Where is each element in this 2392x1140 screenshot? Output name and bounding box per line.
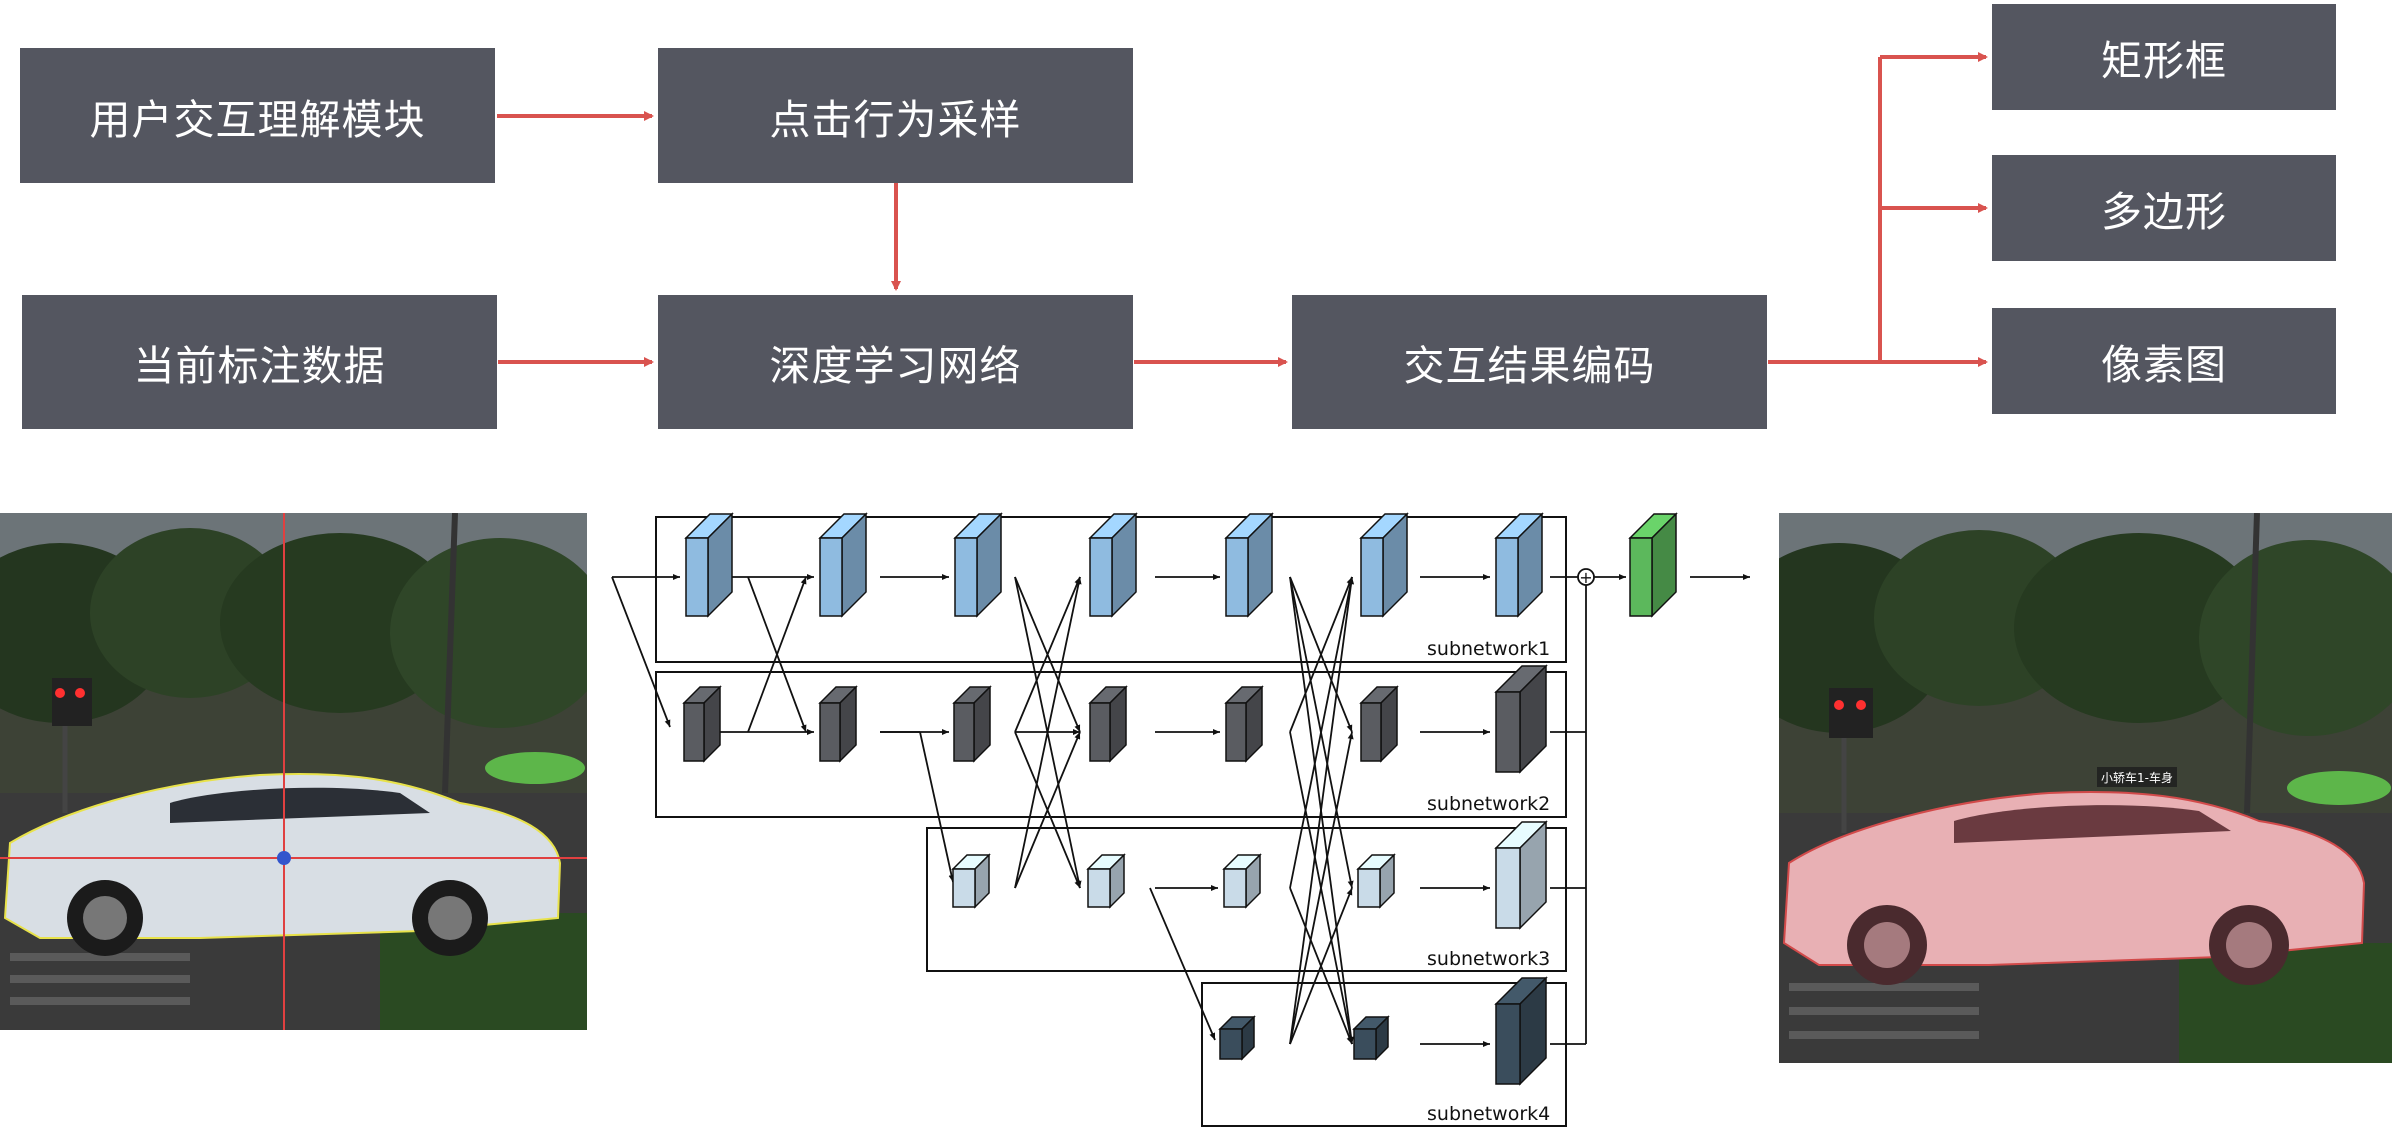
- stage2-block: [1224, 685, 1264, 763]
- stage4-block: [1352, 1015, 1390, 1061]
- connection-line: [1014, 576, 1081, 733]
- result-car-photo: 小轿车1-车身: [1779, 513, 2392, 1063]
- stage1-block: [1088, 512, 1138, 618]
- connection-line: [1289, 731, 1354, 1045]
- connection-path: [919, 731, 955, 883]
- subnetwork4-label: subnetwork4: [1427, 1103, 1550, 1125]
- connection-path: [1149, 887, 1216, 1041]
- stage1-block: [818, 512, 868, 618]
- connection-line: [1289, 576, 1355, 1045]
- output-pixel-label: 像素图: [2101, 341, 2227, 389]
- subnetwork4-frame: [1201, 982, 1567, 1127]
- connection-path: [611, 576, 671, 728]
- current-annotation-box: 当前标注数据: [22, 295, 497, 429]
- stage2-block: [1088, 685, 1128, 763]
- stage4-block: [1494, 976, 1548, 1086]
- subnetwork3-label: subnetwork3: [1427, 948, 1550, 970]
- stage3-block: [1222, 853, 1262, 909]
- stage1-block: [1224, 512, 1274, 618]
- stage3-block: [1356, 853, 1396, 909]
- stage1-block: [953, 512, 1003, 618]
- result-encoding-label: 交互结果编码: [1403, 342, 1656, 390]
- deep-network-label: 深度学习网络: [769, 342, 1022, 390]
- subnetwork2-label: subnetwork2: [1427, 793, 1550, 815]
- stage4-block: [1218, 1015, 1256, 1061]
- stage2-block: [1494, 664, 1548, 774]
- stage3-block: [951, 853, 991, 909]
- stage2-block: [952, 685, 992, 763]
- stage1-block: [684, 512, 734, 618]
- output-block: [1628, 512, 1678, 618]
- stage3-block: [1086, 853, 1126, 909]
- connection-line: [1289, 887, 1353, 1045]
- output-rect-label: 矩形框: [2101, 37, 2227, 85]
- stage1-block: [1494, 512, 1544, 618]
- click-sampling-label: 点击行为采样: [769, 95, 1022, 144]
- user-interaction-module-label: 用户交互理解模块: [89, 95, 426, 144]
- stage2-block: [818, 685, 858, 763]
- subnetwork3-frame: [926, 827, 1567, 972]
- stage1-block: [1359, 512, 1409, 618]
- stage2-block: [682, 685, 722, 763]
- connection-line: [747, 576, 807, 733]
- sum-symbol: +: [1579, 568, 1592, 587]
- input-car-photo: [0, 513, 587, 1030]
- annotation-label: 小轿车1-车身: [2101, 770, 2173, 785]
- output-polygon-box: 多边形: [1992, 155, 2336, 261]
- click-sampling-box: 点击行为采样: [658, 48, 1133, 183]
- subnetwork2-frame: [655, 671, 1567, 818]
- connection-line: [1289, 576, 1353, 733]
- sum-node: [1577, 568, 1595, 586]
- connection-line: [1014, 731, 1081, 889]
- result-encoding-box: 交互结果编码: [1292, 295, 1767, 429]
- stage2-block: [1359, 685, 1399, 763]
- output-polygon-label: 多边形: [2101, 188, 2227, 236]
- deep-network-box: 深度学习网络: [658, 295, 1133, 429]
- current-annotation-label: 当前标注数据: [133, 342, 386, 390]
- connection-line: [1289, 576, 1354, 889]
- stage3-block: [1494, 820, 1548, 930]
- output-pixel-box: 像素图: [1992, 308, 2336, 414]
- subnetwork1-label: subnetwork1: [1427, 638, 1550, 660]
- output-rect-box: 矩形框: [1992, 4, 2336, 110]
- user-interaction-module-box: 用户交互理解模块: [20, 48, 495, 183]
